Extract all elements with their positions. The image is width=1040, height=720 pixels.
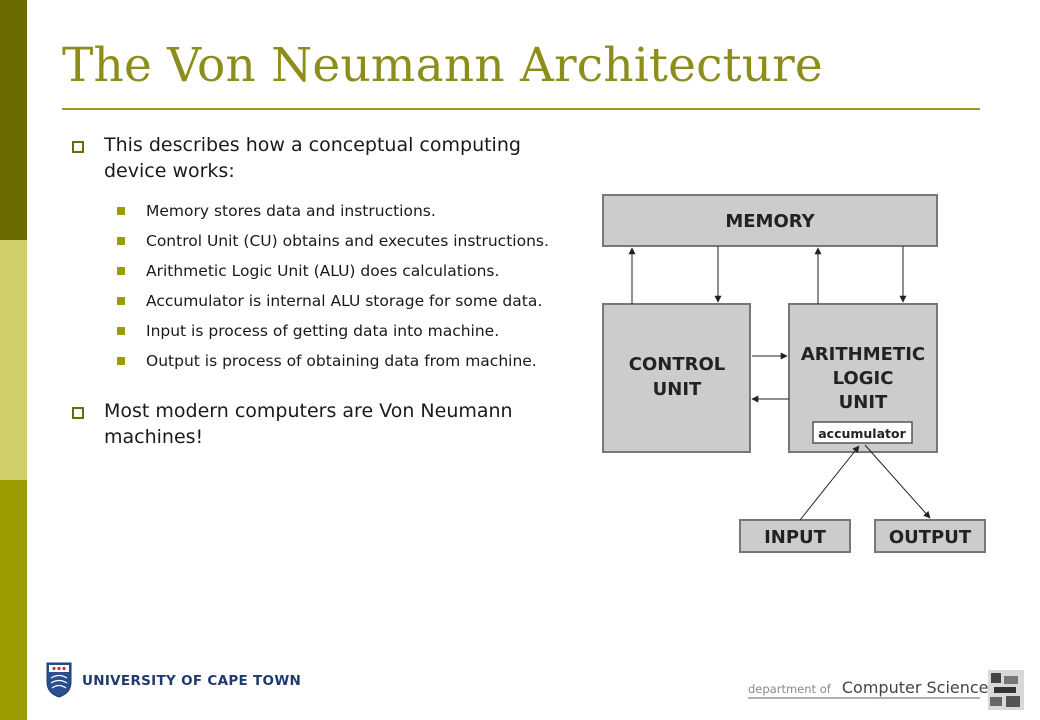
department-name: Computer Science [841, 678, 989, 697]
output-box [874, 519, 986, 553]
bullet-item: This describes how a conceptual computin… [72, 132, 572, 184]
arrow-accumulator-to-output [864, 444, 931, 519]
input-box [739, 519, 851, 553]
bullet-list: This describes how a conceptual computin… [72, 132, 572, 450]
arrow-input-to-accumulator [799, 445, 860, 521]
input-label: INPUT [764, 527, 827, 548]
sub-bullet-text: Output is process of obtaining data from… [146, 352, 537, 370]
department-underline [748, 697, 980, 699]
title-underline [62, 108, 980, 110]
sub-bullet-item: Memory stores data and instructions. [72, 201, 572, 222]
sub-bullet-text: Memory stores data and instructions. [146, 202, 436, 220]
sub-bullet-item: Output is process of obtaining data from… [72, 351, 572, 372]
accumulator-box [812, 421, 913, 444]
side-band-bottom [0, 480, 27, 720]
sub-bullet-text: Input is process of getting data into ma… [146, 322, 500, 340]
sub-bullet-item: Arithmetic Logic Unit (ALU) does calcula… [72, 261, 572, 282]
control-unit-box [602, 303, 751, 453]
memory-box [602, 194, 938, 247]
department-emblem-icon [988, 670, 1024, 710]
sub-bullet-text: Accumulator is internal ALU storage for … [146, 292, 543, 310]
filled-square-bullet-icon [117, 267, 125, 275]
department-label: department of Computer Science [748, 678, 989, 697]
university-crest-icon [46, 662, 72, 698]
output-label: OUTPUT [889, 527, 972, 548]
slide-title: The Von Neumann Architecture [62, 38, 823, 93]
side-band-middle [0, 240, 27, 480]
bullet-item: Most modern computers are Von Neumann ma… [72, 398, 572, 450]
bullet-text: This describes how a conceptual computin… [104, 134, 521, 182]
square-bullet-icon [72, 141, 84, 153]
filled-square-bullet-icon [117, 357, 125, 365]
filled-square-bullet-icon [117, 237, 125, 245]
alu-label-line2: LOGIC [833, 368, 894, 389]
university-name: UNIVERSITY OF CAPE TOWN [82, 673, 302, 689]
sub-bullet-text: Control Unit (CU) obtains and executes i… [146, 232, 549, 250]
memory-label: MEMORY [725, 211, 815, 232]
side-band-top [0, 0, 27, 240]
control-unit-label-line2: UNIT [653, 379, 702, 400]
bullet-text: Most modern computers are Von Neumann ma… [104, 400, 513, 448]
von-neumann-diagram: MEMORY CONTROL UNIT ARITHMETIC LOGIC UNI… [602, 194, 986, 553]
sub-bullet-item: Input is process of getting data into ma… [72, 321, 572, 342]
filled-square-bullet-icon [117, 207, 125, 215]
square-bullet-icon [72, 407, 84, 419]
filled-square-bullet-icon [117, 327, 125, 335]
accumulator-label: accumulator [818, 426, 906, 441]
sub-bullet-text: Arithmetic Logic Unit (ALU) does calcula… [146, 262, 500, 280]
department-prefix: department of [748, 682, 831, 696]
alu-label-line1: ARITHMETIC [801, 344, 925, 365]
filled-square-bullet-icon [117, 297, 125, 305]
alu-label-line3: UNIT [839, 392, 888, 413]
sub-bullet-item: Accumulator is internal ALU storage for … [72, 291, 572, 312]
control-unit-label-line1: CONTROL [629, 354, 726, 375]
sub-bullet-item: Control Unit (CU) obtains and executes i… [72, 231, 572, 252]
